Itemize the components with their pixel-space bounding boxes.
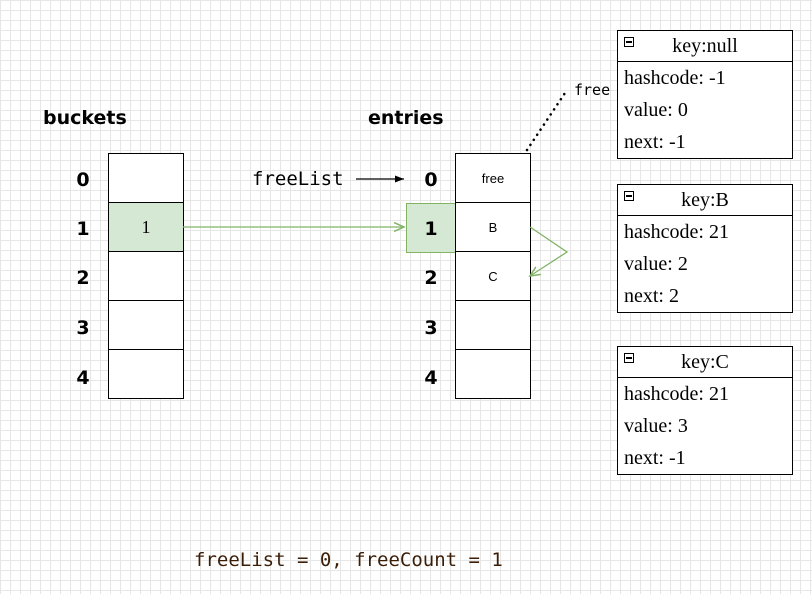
entry-cell <box>456 300 530 349</box>
card-value: value: 0 <box>624 98 688 121</box>
card-header: key:null <box>618 31 792 62</box>
card-title: key:B <box>681 188 729 211</box>
freelist-label: freeList <box>252 168 344 190</box>
collapse-icon[interactable] <box>624 191 634 201</box>
bucket-cell <box>109 153 183 202</box>
card-header: key:B <box>618 185 792 216</box>
buckets-array: 1 <box>108 153 184 399</box>
entry-cell: C <box>456 251 530 300</box>
entry-index: 1 <box>424 218 438 240</box>
card-next: next: 2 <box>624 284 679 307</box>
bucket-cell <box>109 300 183 349</box>
card-next: next: -1 <box>624 130 686 153</box>
entry-card-b: key:B hashcode: 21 value: 2 next: 2 <box>617 184 793 313</box>
entry-card-null: key:null hashcode: -1 value: 0 next: -1 <box>617 30 793 159</box>
free-pointer-label: free <box>574 81 611 99</box>
entry-cell: free <box>456 153 530 202</box>
entry-cell <box>456 349 530 399</box>
entry-cell: B <box>456 202 530 251</box>
entry-index: 4 <box>424 367 438 389</box>
bucket-index: 0 <box>76 169 90 191</box>
free-dotted-link <box>525 88 569 152</box>
bucket-index: 3 <box>76 317 90 339</box>
bucket-index: 4 <box>76 367 90 389</box>
bucket-index: 2 <box>76 267 90 289</box>
card-hashcode: hashcode: 21 <box>624 382 729 405</box>
entry-next-arrow <box>530 226 569 276</box>
entry-card-c: key:C hashcode: 21 value: 3 next: -1 <box>617 346 793 475</box>
entries-heading: entries <box>368 107 444 129</box>
entry-index: 0 <box>424 169 438 191</box>
collapse-icon[interactable] <box>624 37 634 47</box>
bucket-cell-highlighted: 1 <box>109 202 183 251</box>
card-value: value: 2 <box>624 252 688 275</box>
card-value: value: 3 <box>624 414 688 437</box>
entries-array: free B C <box>455 153 531 399</box>
card-header: key:C <box>618 347 792 378</box>
entry-index: 3 <box>424 317 438 339</box>
entry-index: 2 <box>424 267 438 289</box>
bucket-cell <box>109 251 183 300</box>
card-hashcode: hashcode: 21 <box>624 220 729 243</box>
footer-status: freeList = 0, freeCount = 1 <box>194 549 503 571</box>
buckets-heading: buckets <box>43 107 127 129</box>
collapse-icon[interactable] <box>624 353 634 363</box>
card-title: key:C <box>681 350 729 373</box>
card-title: key:null <box>672 34 738 57</box>
card-hashcode: hashcode: -1 <box>624 66 726 89</box>
bucket-index: 1 <box>76 218 90 240</box>
card-next: next: -1 <box>624 446 686 469</box>
bucket-cell <box>109 349 183 399</box>
